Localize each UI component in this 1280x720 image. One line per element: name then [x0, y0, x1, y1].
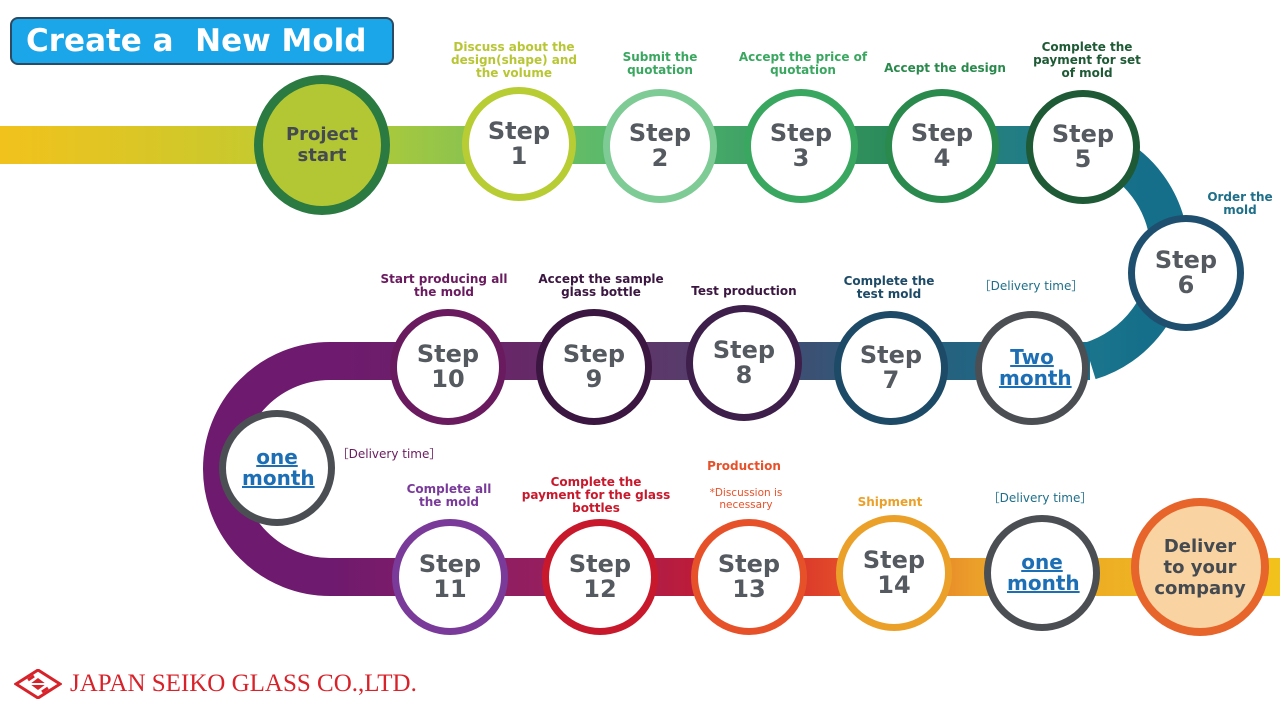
project-start-label: Project start: [285, 124, 359, 166]
step-label-14: Shipment: [857, 495, 923, 509]
step-number: 4: [933, 144, 951, 172]
duration-node-two-month: Two month: [975, 311, 1089, 425]
step-label-9: Accept the sample glass bottle: [538, 272, 664, 299]
step-node-3: Step 3: [744, 89, 858, 203]
step-node-10: Step 10: [390, 309, 506, 425]
step-node-8: Step 8: [686, 305, 802, 421]
step-node-11: Step 11: [392, 519, 508, 635]
step-label-7: Complete the test mold: [843, 274, 935, 301]
step-word: Step: [769, 119, 833, 147]
step-number: 6: [1177, 271, 1195, 299]
deliver-node: Deliver to your company: [1131, 498, 1269, 636]
step-node-14: Step 14: [836, 515, 952, 631]
step-word: Step: [712, 336, 776, 364]
step-node-12: Step 12: [542, 519, 658, 635]
step-number: 13: [732, 575, 766, 603]
step-label-10: Start producing all the mold: [380, 272, 508, 299]
step-word: Step: [910, 119, 974, 147]
step-number: 14: [877, 571, 911, 599]
step-node-6: Step 6: [1128, 215, 1244, 331]
step-number: 10: [431, 365, 465, 393]
step-node-4: Step 4: [885, 89, 999, 203]
step-number: 9: [585, 365, 603, 393]
company-logo-icon: [14, 669, 62, 699]
step-node-1: Step 1: [462, 87, 576, 201]
step-label-12: Complete the payment for the glass bottl…: [521, 475, 671, 515]
step-word: Step: [418, 550, 482, 578]
step-label-5: Complete the payment for set of mold: [1033, 40, 1141, 80]
duration-link[interactable]: one month: [1007, 550, 1080, 595]
step-note-13: *Discussion is necessary: [709, 487, 783, 511]
step-number: 1: [510, 142, 528, 170]
step-node-13: Step 13: [691, 519, 807, 635]
step-word: Step: [487, 117, 551, 145]
step-label-8: Test production: [691, 284, 797, 298]
step-number: 12: [583, 575, 617, 603]
step-word: Step: [562, 340, 626, 368]
step-number: 3: [792, 144, 810, 172]
delivery-time-label-1: ［Delivery time］: [978, 279, 1084, 293]
step-label-4: Accept the design: [884, 61, 1006, 75]
step-word: Step: [1051, 120, 1115, 148]
step-word: Step: [717, 550, 781, 578]
duration-link[interactable]: Two month: [999, 345, 1072, 390]
step-number: 5: [1074, 145, 1092, 173]
project-start-node: Project start: [254, 75, 390, 215]
step-label-2: Submit the quotation: [622, 50, 698, 77]
duration-node-one-month-right: one month: [984, 515, 1100, 631]
step-label-13: Production: [707, 459, 781, 473]
step-word: Step: [568, 550, 632, 578]
step-node-9: Step 9: [536, 309, 652, 425]
step-number: 7: [882, 366, 900, 394]
deliver-label: Deliver to your company: [1154, 535, 1246, 599]
step-label-11: Complete all the mold: [406, 482, 492, 509]
step-node-7: Step 7: [834, 311, 948, 425]
step-node-2: Step 2: [603, 89, 717, 203]
page-title: Create a New Mold: [10, 17, 394, 65]
step-word: Step: [862, 546, 926, 574]
delivery-time-label-3: ［Delivery time］: [987, 491, 1093, 505]
step-node-5: Step 5: [1026, 90, 1140, 204]
company-name: JAPAN SEIKO GLASS CO.,LTD.: [70, 670, 417, 697]
step-word: Step: [628, 119, 692, 147]
step-label-6: Order the mold: [1207, 190, 1273, 217]
step-word: Step: [859, 341, 923, 369]
company-footer: JAPAN SEIKO GLASS CO.,LTD.: [14, 668, 417, 700]
step-label-3: Accept the price of quotation: [738, 50, 868, 77]
step-label-1: Discuss about the design(shape) and the …: [450, 40, 577, 80]
step-number: 8: [735, 361, 753, 389]
step-number: 2: [651, 144, 669, 172]
step-word: Step: [1154, 246, 1218, 274]
duration-node-one-month-left: one month: [219, 410, 335, 526]
step-word: Step: [416, 340, 480, 368]
delivery-time-label-2: ［Delivery time］: [336, 447, 442, 461]
duration-link[interactable]: one month: [242, 445, 315, 490]
step-number: 11: [433, 575, 467, 603]
